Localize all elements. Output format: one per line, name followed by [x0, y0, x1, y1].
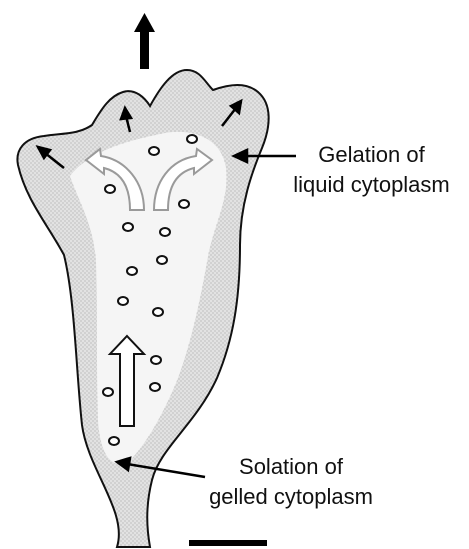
gelation-label-line1: Gelation of: [274, 140, 469, 170]
gelation-label: Gelation of liquid cytoplasm: [274, 140, 469, 200]
granule: [151, 356, 161, 364]
solation-label-line1: Solation of: [196, 452, 386, 482]
granule: [160, 228, 170, 236]
granule: [123, 223, 133, 231]
granule: [187, 135, 197, 143]
movement-direction-arrow: [134, 13, 155, 69]
gelation-label-line2: liquid cytoplasm: [274, 170, 469, 200]
granule: [127, 267, 137, 275]
solation-label-line2: gelled cytoplasm: [196, 482, 386, 512]
granule: [118, 297, 128, 305]
granule: [103, 388, 113, 396]
granule: [157, 256, 167, 264]
scale-bar: [189, 540, 267, 546]
solation-label: Solation of gelled cytoplasm: [196, 452, 386, 512]
granule: [150, 383, 160, 391]
granule: [105, 185, 115, 193]
granule: [153, 308, 163, 316]
granule: [109, 437, 119, 445]
granule: [179, 200, 189, 208]
granule: [149, 147, 159, 155]
